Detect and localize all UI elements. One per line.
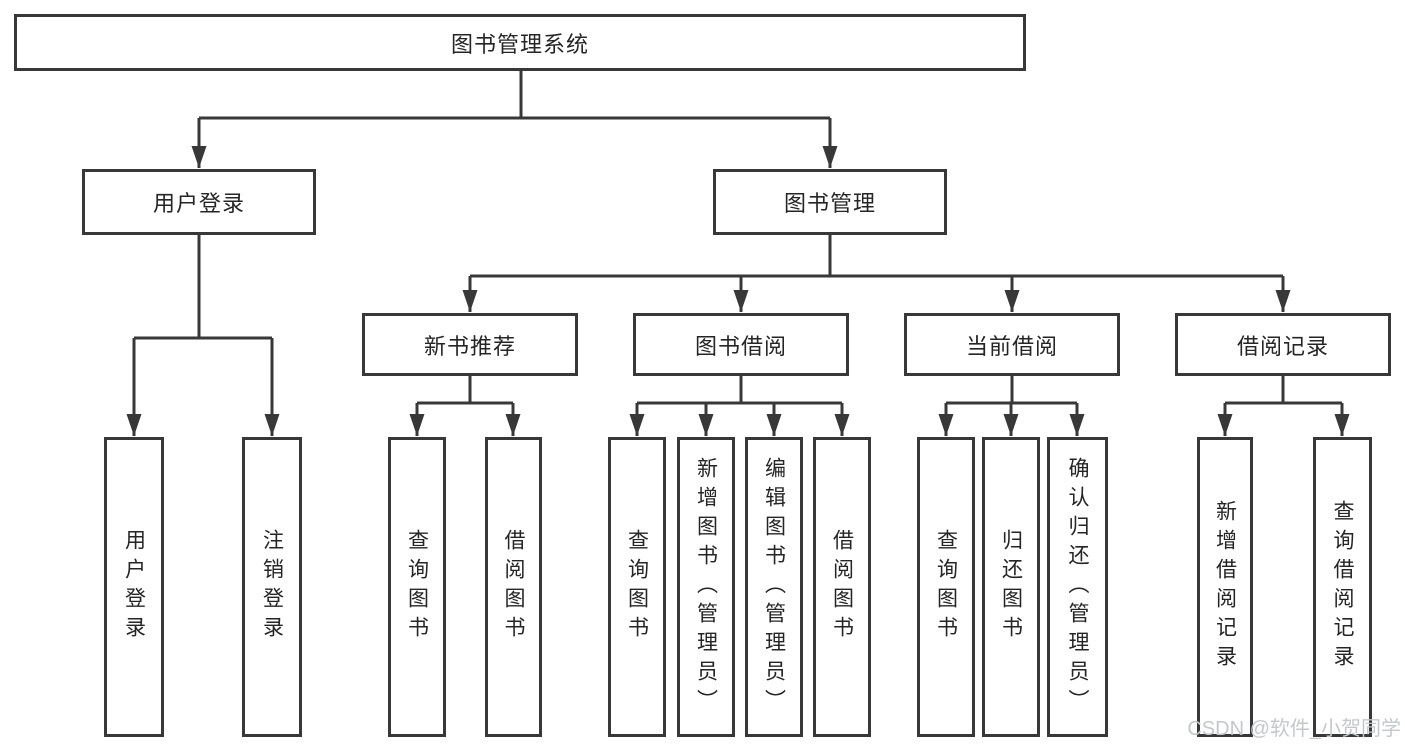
node-book-borrowing: 图书借阅 bbox=[633, 313, 849, 376]
leaf-user-login: 用户登录 bbox=[104, 437, 164, 737]
node-current-borrowing: 当前借阅 bbox=[904, 313, 1120, 376]
leaf-add-books-admin: 新增图书（管理员） bbox=[677, 437, 735, 737]
node-label: 当前借阅 bbox=[965, 333, 1058, 359]
leaf-borrow-books-recommend: 借阅图书 bbox=[485, 437, 542, 737]
leaf-confirm-return-admin: 确认归还（管理员） bbox=[1047, 437, 1108, 737]
leaf-query-books-recommend: 查询图书 bbox=[388, 437, 446, 737]
node-label: 图书借阅 bbox=[694, 333, 787, 359]
leaf-label: 查询图书 bbox=[934, 529, 958, 645]
node-label: 图书管理 bbox=[783, 191, 876, 216]
leaf-label: 归还图书 bbox=[999, 529, 1023, 645]
node-label: 借阅记录 bbox=[1236, 333, 1329, 359]
leaf-edit-books-admin: 编辑图书（管理员） bbox=[745, 437, 803, 737]
node-root-library-management-system: 图书管理系统 bbox=[14, 14, 1026, 71]
node-label: 用户登录 bbox=[152, 191, 245, 216]
leaf-label: 新增借阅记录 bbox=[1213, 500, 1237, 674]
leaf-borrow-books-borrowing: 借阅图书 bbox=[813, 437, 871, 737]
node-book-management: 图书管理 bbox=[713, 169, 947, 235]
leaf-label: 查询图书 bbox=[625, 529, 649, 645]
node-new-book-recommendation: 新书推荐 bbox=[362, 313, 578, 376]
leaf-label: 查询图书 bbox=[405, 529, 429, 645]
leaf-label: 借阅图书 bbox=[830, 529, 854, 645]
leaf-query-books-current: 查询图书 bbox=[917, 437, 975, 737]
leaf-label: 新增图书（管理员） bbox=[694, 456, 718, 718]
leaf-label: 用户登录 bbox=[122, 529, 146, 645]
node-label: 新书推荐 bbox=[423, 333, 516, 359]
leaf-query-books-borrowing: 查询图书 bbox=[608, 437, 666, 737]
leaf-label: 编辑图书（管理员） bbox=[762, 456, 786, 718]
leaf-query-borrow-record: 查询借阅记录 bbox=[1313, 437, 1372, 737]
leaf-return-books: 归还图书 bbox=[982, 437, 1040, 737]
leaf-label: 查询借阅记录 bbox=[1331, 500, 1354, 674]
leaf-label: 借阅图书 bbox=[502, 529, 525, 645]
leaf-label: 注销登录 bbox=[260, 529, 284, 645]
leaf-add-borrow-record: 新增借阅记录 bbox=[1197, 437, 1253, 737]
node-user-login: 用户登录 bbox=[82, 169, 316, 235]
csdn-watermark: CSDN @软件_小贺同学 bbox=[1187, 718, 1401, 740]
node-borrowing-records: 借阅记录 bbox=[1175, 313, 1391, 376]
leaf-label: 确认归还（管理员） bbox=[1066, 456, 1089, 718]
node-label: 图书管理系统 bbox=[450, 31, 589, 57]
leaf-logout-login: 注销登录 bbox=[242, 437, 302, 737]
